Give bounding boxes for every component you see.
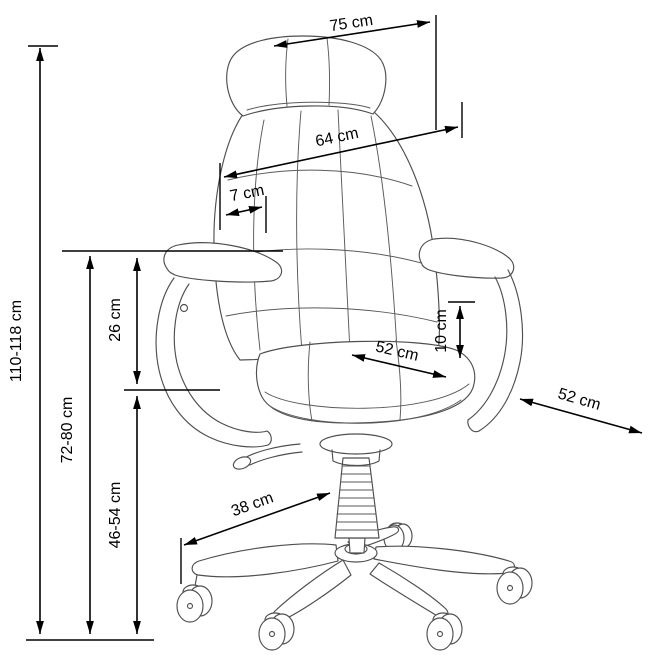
seat-mechanism [319, 433, 393, 455]
caster-front-left [258, 612, 295, 651]
armrest-left-loop-inner [173, 283, 268, 433]
armrest-left-loop-cap [266, 430, 272, 446]
dim-label-seat-depth: 52 cm [556, 385, 603, 413]
dim-label-seat-height: 46-54 cm [107, 482, 124, 549]
dim-line [225, 206, 263, 216]
seat-piping [264, 383, 470, 409]
armrest-right-loop-outer [478, 269, 524, 432]
base-leg-right [373, 545, 516, 575]
armrest-right [418, 237, 524, 433]
dim-seat-depth: 52 cm [519, 385, 643, 434]
caster-right [496, 566, 533, 605]
gas-lift-cylinder [348, 537, 366, 554]
dim-label-headrest-thickness: 7 cm [229, 182, 266, 205]
dim-label-overall-width: 75 cm [329, 12, 375, 35]
dim-overall-height: 110-118 cm [8, 48, 44, 634]
caster-wheel [258, 617, 286, 651]
chair-drawing [155, 35, 533, 651]
dim-line [223, 125, 459, 179]
dim-line [519, 398, 643, 434]
dim-armrest-above-seat: 26 cm [107, 258, 141, 384]
seat-mechanism-plate [331, 449, 381, 467]
base-leg-front-right [369, 562, 449, 620]
armrest-left-pad [163, 242, 283, 283]
armrest-right-loop-inner [467, 276, 508, 421]
gas-lift-bellows [334, 457, 380, 539]
armrest-left-loop-outer [155, 277, 269, 448]
base-leg-left [191, 543, 339, 578]
tilt-lever [249, 451, 303, 466]
tilt-lever-knob [232, 456, 252, 470]
dim-label-armrest-rise: 10 cm [433, 309, 450, 353]
caster-front-right [426, 612, 463, 651]
dim-overall-width: 75 cm [273, 12, 431, 48]
caster-left [176, 584, 213, 623]
seat-stitch [395, 339, 402, 421]
headrest-outline [226, 35, 387, 117]
dim-armrest-height: 72-80 cm [59, 256, 94, 634]
leg-stem [194, 574, 198, 587]
caster-axle [268, 630, 276, 638]
dim-seat-height: 46-54 cm [107, 396, 141, 634]
armrest-right-loop-cap [467, 419, 480, 433]
caster-axle [186, 602, 194, 610]
seat-stitch [307, 341, 313, 422]
dim-base-span: 38 cm [183, 489, 331, 546]
caster-wheel [176, 589, 204, 623]
armrest-right-pad [418, 237, 515, 279]
armrest-left [155, 242, 283, 448]
seat-front-skirt [269, 399, 462, 424]
dim-armrest-rise: 10 cm [433, 306, 464, 358]
dim-line [351, 354, 447, 378]
tilt-lever [242, 443, 301, 460]
caster-axle [506, 584, 514, 592]
armrest-screw [179, 303, 189, 313]
dim-label-overall-height: 110-118 cm [8, 300, 25, 382]
backrest-seam [225, 307, 438, 323]
headrest-crease [246, 101, 371, 111]
caster-wheel [496, 571, 524, 605]
caster-wheel [426, 617, 454, 651]
dim-label-armrest-height: 72-80 cm [59, 397, 76, 464]
dim-line [183, 492, 331, 546]
caster-axle [436, 630, 444, 638]
dim-headrest-thickness: 7 cm [225, 182, 266, 216]
dim-label-armrest-above-seat: 26 cm [107, 298, 124, 342]
dim-line [273, 20, 431, 48]
